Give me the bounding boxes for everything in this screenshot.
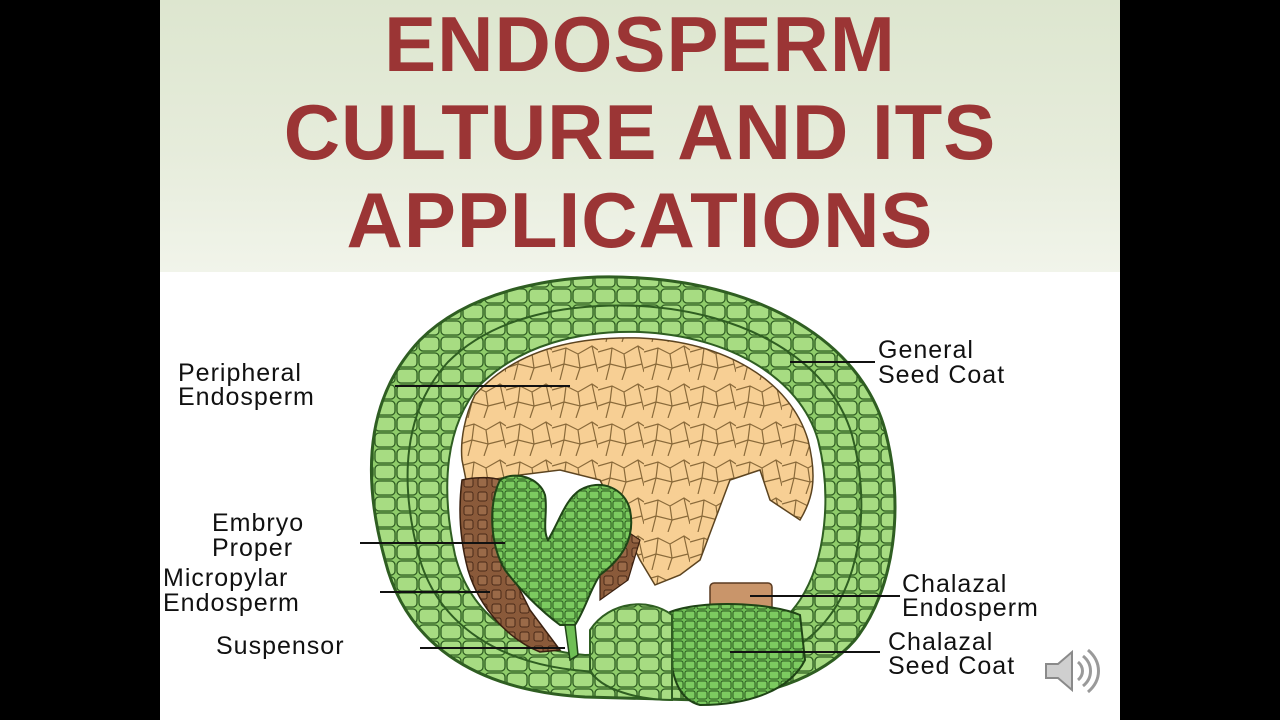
slide: ENDOSPERM CULTURE AND ITS APPLICATIONS — [160, 0, 1120, 720]
label-chalazal-coat-line2: Seed Coat — [888, 652, 1015, 680]
label-peripheral-line2: Endosperm — [178, 383, 315, 411]
label-general-line1: General — [878, 336, 974, 364]
embryo-proper — [491, 474, 633, 626]
label-general-line2: Seed Coat — [878, 361, 1005, 389]
label-peripheral-line1: Peripheral — [178, 359, 302, 387]
label-embryo-line2: Proper — [212, 534, 293, 562]
label-suspensor: Suspensor — [216, 632, 345, 660]
slide-title: ENDOSPERM CULTURE AND ITS APPLICATIONS — [160, 0, 1120, 264]
chalazal-seed-coat — [669, 603, 807, 707]
label-micropylar-line2: Endosperm — [163, 589, 300, 617]
title-banner: ENDOSPERM CULTURE AND ITS APPLICATIONS — [160, 0, 1120, 272]
title-line-1: ENDOSPERM — [384, 0, 896, 88]
leader-lines — [360, 361, 900, 653]
title-line-2: CULTURE AND ITS — [283, 88, 997, 176]
label-chalazal-endosperm-line2: Endosperm — [902, 594, 1039, 622]
speaker-icon[interactable] — [1040, 640, 1102, 702]
title-line-3: APPLICATIONS — [346, 176, 934, 264]
label-embryo-line1: Embryo — [212, 509, 304, 537]
label-micropylar-line1: Micropylar — [163, 564, 288, 592]
label-chalazal-coat-line1: Chalazal — [888, 628, 993, 656]
label-chalazal-endosperm-line1: Chalazal — [902, 570, 1007, 598]
micropylar-endosperm — [459, 476, 562, 653]
suspensor — [564, 624, 579, 662]
